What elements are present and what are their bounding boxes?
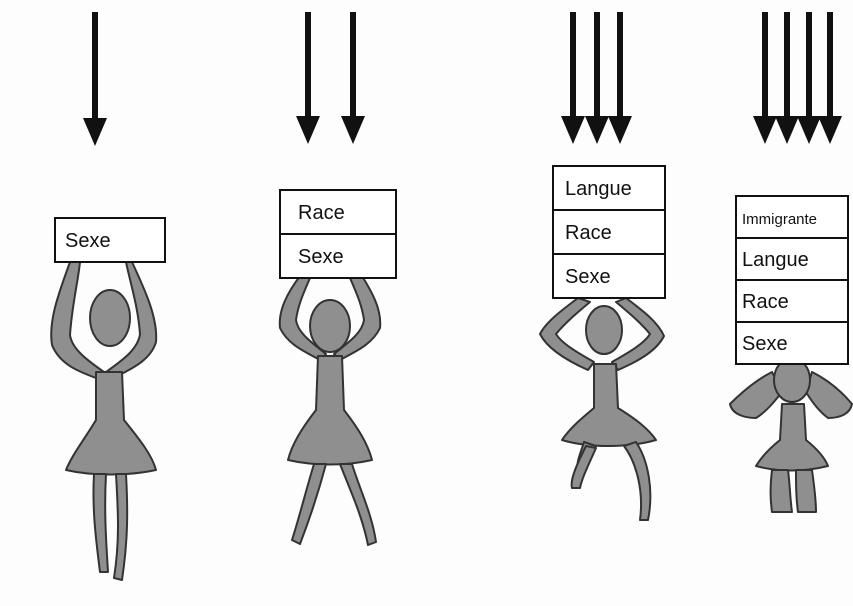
down-arrow-icon (585, 12, 609, 144)
label-text: Sexe (298, 246, 344, 268)
down-arrow-icon (797, 12, 821, 144)
figure-2 (280, 276, 381, 545)
figure-1 (51, 262, 156, 580)
label-text: Immigrante (742, 211, 817, 228)
down-arrow-icon (83, 12, 107, 146)
down-arrow-icon (341, 12, 365, 144)
label-text: Race (298, 202, 345, 224)
down-arrow-icon (608, 12, 632, 144)
arrow-group-2 (296, 12, 365, 144)
down-arrow-icon (561, 12, 585, 144)
arrow-group-1 (83, 12, 107, 146)
down-arrow-icon (775, 12, 799, 144)
label-stack-1: Sexe (55, 218, 165, 262)
panel-1: Sexe (51, 12, 165, 580)
label-text: Langue (565, 178, 632, 200)
label-text: Langue (742, 249, 809, 271)
label-text: Race (742, 291, 789, 313)
figure-4 (730, 358, 852, 512)
figure-3 (540, 298, 664, 520)
label-text: Sexe (65, 230, 111, 252)
arrow-group-4 (753, 12, 842, 144)
down-arrow-icon (818, 12, 842, 144)
label-text: Race (565, 222, 612, 244)
down-arrow-icon (296, 12, 320, 144)
arrow-group-3 (561, 12, 632, 144)
down-arrow-icon (753, 12, 777, 144)
label-text: Sexe (742, 333, 788, 355)
label-text: Sexe (565, 266, 611, 288)
